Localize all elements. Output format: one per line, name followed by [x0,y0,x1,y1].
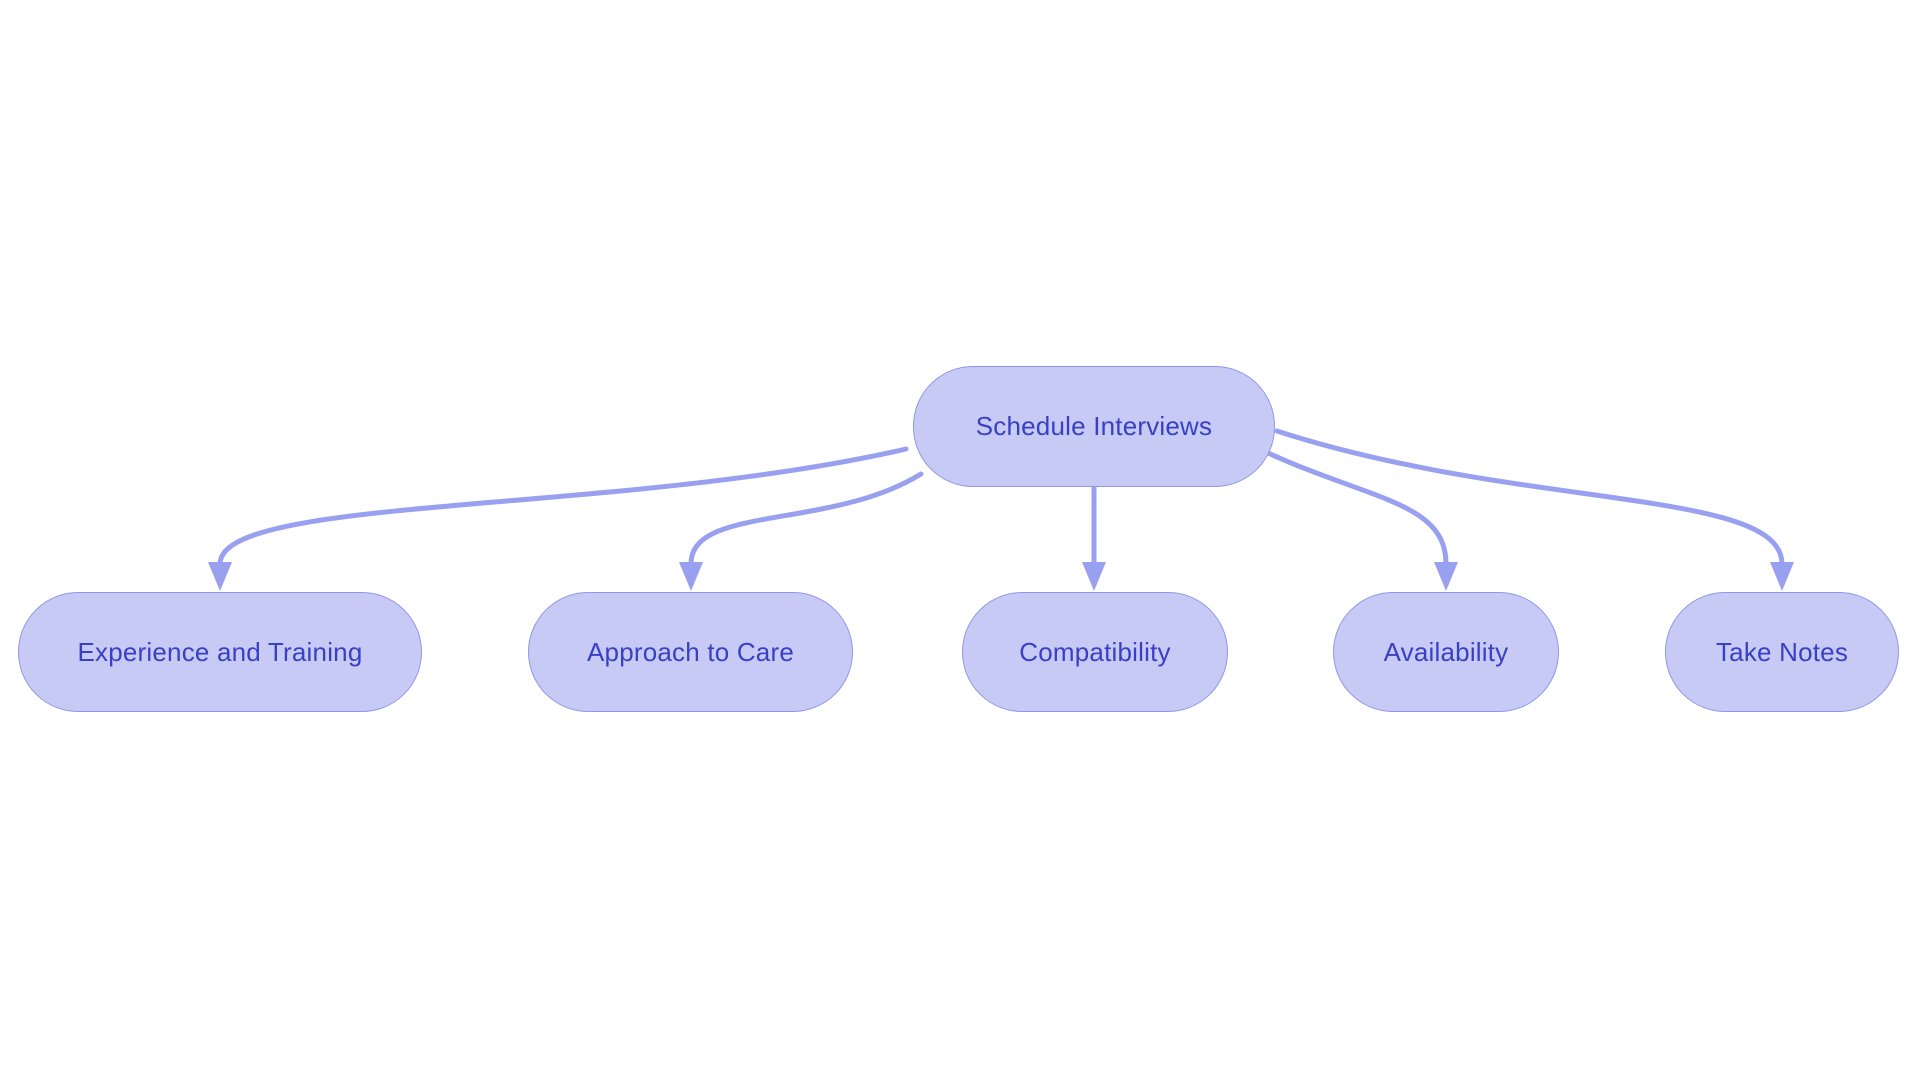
node-compatibility: Compatibility [962,592,1228,712]
arrowhead-down-icon [1434,562,1458,591]
edge-line [1263,449,1449,567]
node-take-notes: Take Notes [1665,592,1899,712]
node-approach-to-care: Approach to Care [528,592,853,712]
node-label: Experience and Training [77,636,363,667]
node-label: Take Notes [1715,636,1849,667]
edge-line [688,471,924,567]
edge-root-to-availability [1263,449,1458,591]
arrowhead-down-icon [1082,562,1106,591]
edge-root-to-take-notes [1274,428,1794,591]
arrowhead-down-icon [208,562,232,591]
node-experience-and-training: Experience and Training [18,592,422,712]
edge-line [217,446,909,567]
arrowhead-down-icon [679,562,703,591]
edge-root-to-approach [679,471,924,591]
edge-root-to-experience [208,446,909,591]
node-schedule-interviews: Schedule Interviews [913,366,1275,487]
node-label: Compatibility [1019,636,1171,667]
node-label: Schedule Interviews [975,411,1213,441]
arrowhead-down-icon [1770,562,1794,591]
node-label: Availability [1383,636,1509,667]
node-label: Approach to Care [587,636,794,667]
edge-line [1274,428,1785,567]
node-availability: Availability [1333,592,1559,712]
edge-root-to-compatibility [1082,485,1106,591]
